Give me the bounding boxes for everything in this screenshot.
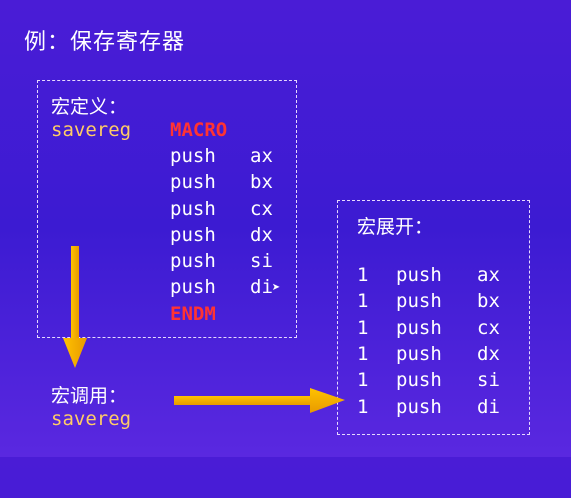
expansion-reg: cx (477, 317, 500, 339)
macro-instruction: push ax (170, 143, 273, 169)
expansion-op: push (396, 396, 442, 418)
macro-expansion-box (337, 200, 530, 435)
macro-expansion-heading: 宏展开： (357, 216, 434, 238)
instruction-op: push (170, 145, 216, 167)
macro-instruction: push dx (170, 222, 273, 248)
instruction-op: push (170, 276, 216, 298)
macro-keyword: MACRO (170, 119, 228, 141)
expansion-reg: bx (477, 290, 500, 312)
expansion-level: 1 (357, 264, 369, 286)
instruction-reg: dx (250, 224, 273, 246)
expansion-line: 1 push si (357, 367, 500, 393)
macro-instruction: push si (170, 248, 273, 274)
flow-arrows (63, 246, 345, 413)
instruction-reg: si (250, 250, 273, 272)
instruction-op: push (170, 250, 216, 272)
macro-name: savereg (51, 119, 132, 141)
expansion-op: push (396, 369, 442, 391)
expansion-line: 1 push di (357, 394, 500, 420)
macro-instruction: push di (170, 274, 273, 300)
slide-title: 例：保存寄存器 (24, 30, 186, 55)
instruction-op: push (170, 171, 216, 193)
expansion-reg: dx (477, 343, 500, 365)
expansion-op: push (396, 343, 442, 365)
macro-call-name: savereg (51, 408, 132, 430)
expansion-line: 1 push dx (357, 341, 500, 367)
macro-call-heading: 宏调用： (51, 385, 128, 407)
expansion-level: 1 (357, 369, 369, 391)
expansion-reg: di (477, 396, 500, 418)
expansion-line: 1 push ax (357, 262, 500, 288)
instruction-op: push (170, 224, 216, 246)
expansion-level: 1 (357, 317, 369, 339)
expansion-level: 1 (357, 290, 369, 312)
mouse-cursor-icon: ➤ (272, 280, 281, 296)
instruction-reg: bx (250, 171, 273, 193)
macro-end-keyword: ENDM (170, 303, 216, 325)
instruction-reg: di (250, 276, 273, 298)
expansion-level: 1 (357, 396, 369, 418)
macro-instruction: push bx (170, 169, 273, 195)
expansion-reg: si (477, 369, 500, 391)
macro-instruction: push cx (170, 196, 273, 222)
instruction-reg: cx (250, 198, 273, 220)
expansion-reg: ax (477, 264, 500, 286)
instruction-reg: ax (250, 145, 273, 167)
right-arrow (174, 388, 345, 413)
expansion-op: push (396, 317, 442, 339)
macro-definition-box (37, 80, 297, 338)
expansion-line: 1 push cx (357, 315, 500, 341)
expansion-op: push (396, 290, 442, 312)
down-arrow (63, 246, 87, 368)
expansion-level: 1 (357, 343, 369, 365)
expansion-op: push (396, 264, 442, 286)
instruction-op: push (170, 198, 216, 220)
expansion-line: 1 push bx (357, 288, 500, 314)
macro-definition-heading: 宏定义： (51, 96, 128, 118)
